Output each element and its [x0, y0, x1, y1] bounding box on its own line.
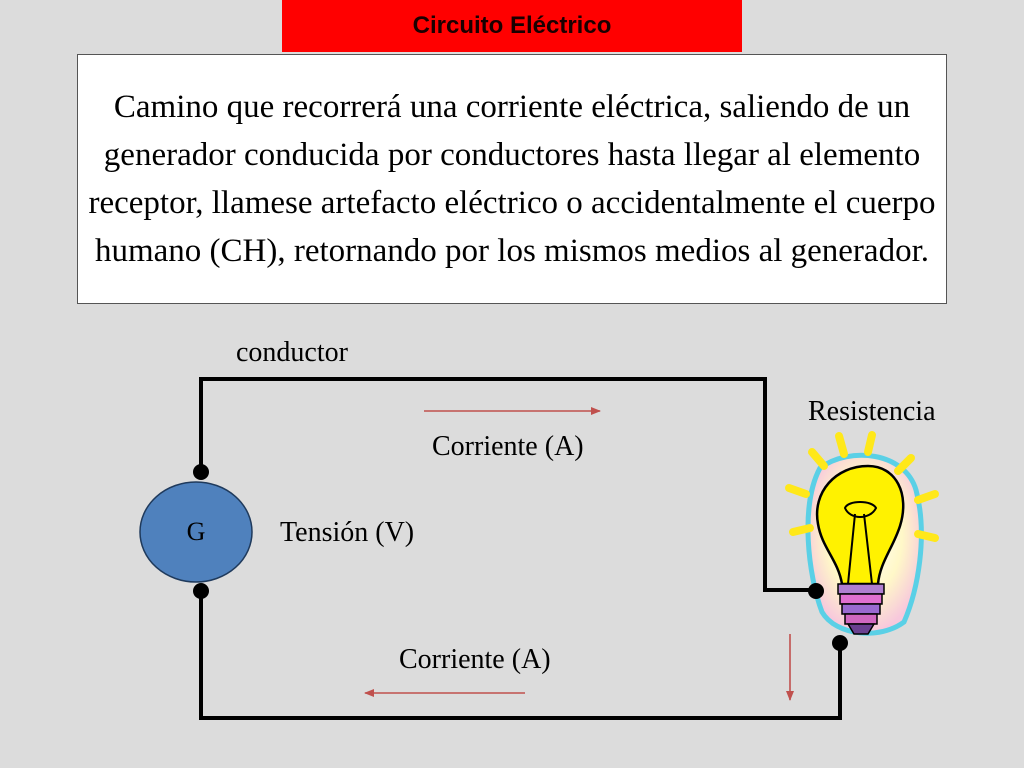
definition-box: Camino que recorrerá una corriente eléct… [77, 54, 947, 304]
return-wire [199, 590, 842, 720]
conductor-label: conductor [236, 337, 348, 368]
light-bulb-icon [785, 431, 939, 636]
voltage-label: Tensión (V) [280, 517, 415, 548]
node-bulb-left [808, 583, 824, 599]
resistance-label: Resistencia [808, 396, 936, 427]
current-label-top: Corriente (A) [432, 431, 584, 462]
definition-text: Camino que recorrerá una corriente eléct… [88, 89, 936, 269]
slide-title: Circuito Eléctrico [282, 0, 742, 52]
current-label-bottom: Corriente (A) [399, 644, 551, 675]
generator-circle [139, 481, 253, 583]
node-bulb-bottom [832, 635, 848, 651]
node-generator-top [193, 464, 209, 480]
node-generator-bottom [193, 583, 209, 599]
conductor-wire [199, 377, 818, 592]
